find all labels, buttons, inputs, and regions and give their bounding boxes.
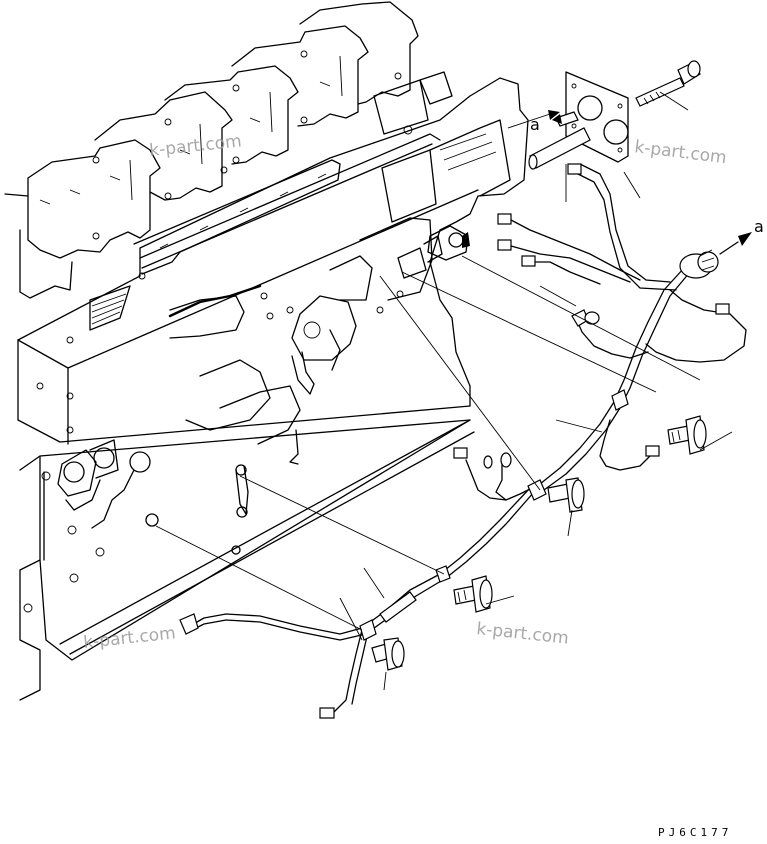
view-markers: a a (507, 110, 764, 236)
harness-brackets (145, 329, 341, 555)
cylinder-head-covers (4, 1, 419, 299)
watermark: k-part.com (82, 623, 176, 653)
watermarks: k-part.com k-part.com k-part.com k-part.… (82, 131, 727, 653)
wire-harness (179, 163, 752, 719)
mounting-bolts (371, 415, 707, 671)
sensor-unit (397, 225, 470, 279)
gasket-flange (528, 71, 629, 170)
drawing-code: PJ6C177 (658, 826, 732, 839)
view-label-a-left: a (530, 115, 540, 134)
leader-lines (155, 91, 733, 691)
view-label-a-right: a (754, 217, 764, 236)
fuel-line (59, 284, 475, 655)
watermark: k-part.com (633, 137, 727, 168)
long-bolt (635, 60, 701, 107)
watermark: k-part.com (148, 131, 242, 161)
watermark: k-part.com (475, 619, 569, 649)
engine-block (17, 71, 529, 701)
